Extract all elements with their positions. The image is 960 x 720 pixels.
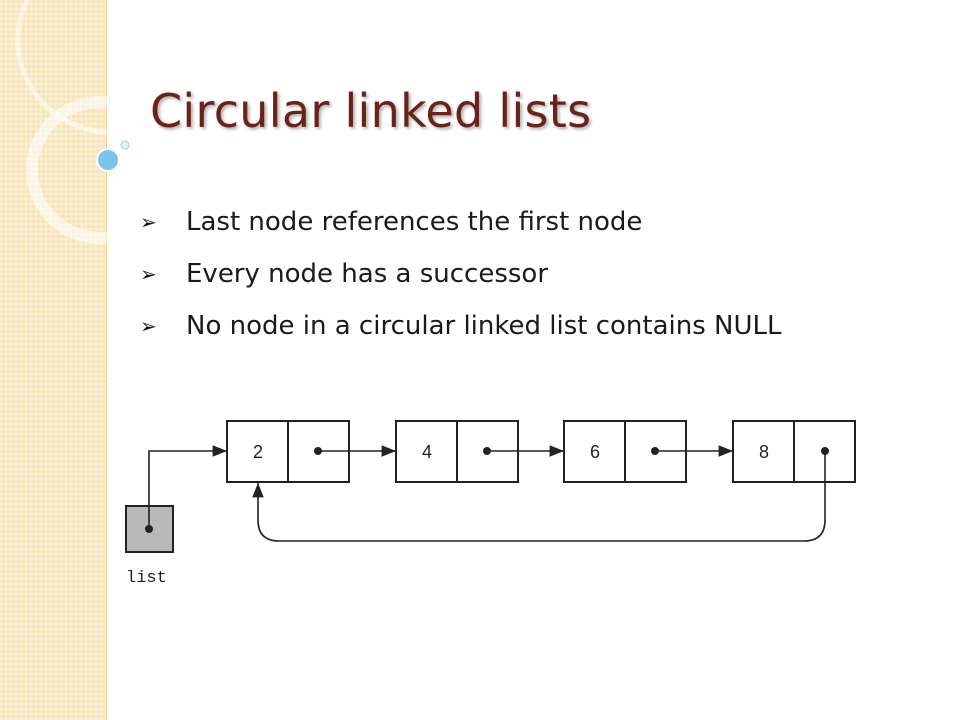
arrowhead-bullet-icon: ➢ xyxy=(140,210,157,234)
bullet-text: No node in a circular linked list contai… xyxy=(186,311,782,341)
list-head-arrow xyxy=(148,445,227,529)
bullet-item: ➢ No node in a circular linked list cont… xyxy=(140,300,782,352)
node-data-cell xyxy=(732,420,795,483)
bullet-list: ➢ Last node references the first node ➢ … xyxy=(140,196,782,352)
node-value: 4 xyxy=(422,442,432,462)
node-value: 8 xyxy=(759,442,769,462)
arrowhead-bullet-icon: ➢ xyxy=(140,262,157,286)
deco-dot-large xyxy=(96,148,120,172)
bullet-item: ➢ Last node references the first node xyxy=(140,196,782,248)
deco-dot-small xyxy=(120,140,130,150)
decorative-circles xyxy=(15,0,200,244)
bullet-item: ➢ Every node has a successor xyxy=(140,248,782,300)
list-pointer-label: list xyxy=(126,569,167,588)
deco-ring-small xyxy=(26,96,174,244)
bullet-text: Every node has a successor xyxy=(186,259,549,289)
bullet-text: Last node references the first node xyxy=(186,207,643,237)
node-value: 2 xyxy=(253,442,263,462)
slide-title: Circular linked lists xyxy=(150,84,592,138)
circular-back-arrow xyxy=(252,451,826,542)
arrowhead-bullet-icon: ➢ xyxy=(140,314,157,338)
node-value: 6 xyxy=(590,442,600,462)
deco-ring-large xyxy=(15,0,200,135)
list-node: 8 xyxy=(732,420,856,483)
